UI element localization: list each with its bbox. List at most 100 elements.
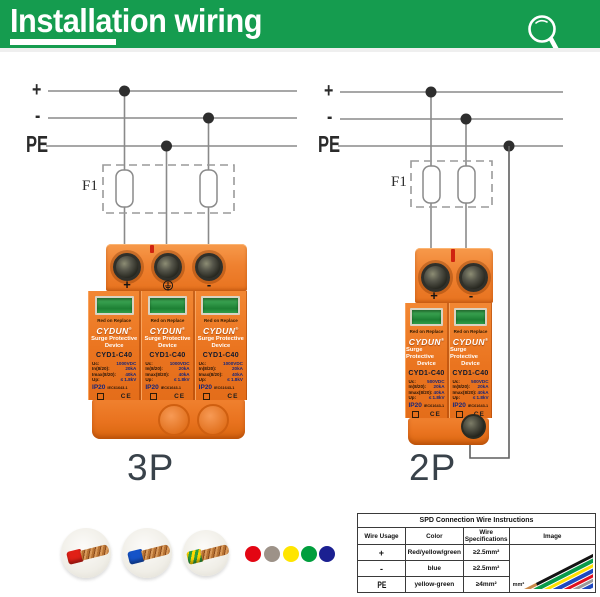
left-fuse-label: F1 bbox=[82, 178, 98, 194]
din-clip-screw bbox=[461, 414, 486, 439]
brand-logo: CYDUN® bbox=[96, 326, 132, 336]
spd-module: Red on Replace CYDUN® Surge Protective D… bbox=[449, 303, 492, 418]
spd-module: Red on Replace CYDUN® Surge Protective D… bbox=[88, 291, 142, 400]
replace-note: Red on Replace bbox=[409, 328, 444, 334]
model-number: CYD1-C40 bbox=[96, 351, 133, 359]
cell-spec: ≥2.5mm² bbox=[462, 544, 510, 561]
red-indicator bbox=[150, 245, 154, 253]
cell-spec: ≥2.5mm² bbox=[462, 560, 510, 577]
left-plus-label: + bbox=[32, 79, 42, 101]
spec-value: 500VDC bbox=[471, 378, 489, 384]
product-line2: Device bbox=[461, 360, 480, 367]
spec-label: In(8/20): bbox=[198, 366, 217, 372]
status-window bbox=[201, 296, 241, 315]
ce-mark: CE bbox=[174, 393, 186, 400]
header-banner: Installation wiring bbox=[0, 0, 600, 55]
wire-photo-red bbox=[61, 528, 111, 578]
spec-list: Uc:1000VDC In(8/20):20kA Imax(8/20):40kA… bbox=[199, 361, 243, 383]
brand-reg: ® bbox=[128, 325, 132, 331]
brand-text: CYDUN bbox=[203, 325, 236, 336]
status-window bbox=[410, 308, 443, 326]
color-dot-green bbox=[301, 546, 317, 562]
wire-red bbox=[66, 542, 110, 565]
product-line2: Device bbox=[158, 342, 177, 349]
product-line2: Device bbox=[104, 342, 124, 349]
table-title: SPD Connection Wire Instructions bbox=[357, 513, 596, 528]
spec-value: ≤ 1.8kV bbox=[472, 395, 489, 401]
brand-logo: CYDUN® bbox=[203, 326, 239, 336]
red-indicator bbox=[451, 249, 455, 262]
header-divider bbox=[0, 48, 600, 52]
spec-value: 1000VDC bbox=[116, 360, 137, 366]
spec-label: Imax(8/20): bbox=[92, 371, 117, 377]
terminal-screw bbox=[154, 253, 182, 281]
cell-usage: PE bbox=[363, 576, 400, 593]
table-header-row: Wire Usage Color Wire Specifications Ima… bbox=[357, 527, 597, 545]
status-window bbox=[94, 296, 134, 315]
cert-icon bbox=[203, 393, 211, 400]
knob bbox=[197, 404, 229, 436]
spec-value: 20kA bbox=[477, 384, 489, 390]
spec-value: 20kA bbox=[178, 366, 190, 372]
spec-label: Uc: bbox=[408, 378, 416, 384]
standard: IEC61643-1 bbox=[423, 404, 445, 408]
ce-mark: CE bbox=[227, 393, 239, 400]
color-dot-gray bbox=[264, 546, 280, 562]
col-color: Color bbox=[404, 527, 464, 545]
spec-label: Imax(8/20): bbox=[198, 371, 223, 377]
left-pe-label: PE bbox=[26, 131, 49, 157]
spec-value: ≤ 1.8kV bbox=[428, 395, 445, 401]
spec-label: Uc: bbox=[145, 360, 153, 366]
replace-note: Red on Replace bbox=[453, 328, 488, 334]
copper-strands bbox=[79, 543, 110, 561]
spec-value: 20kA bbox=[433, 384, 445, 390]
ce-mark: CE bbox=[429, 411, 441, 418]
spd-3p-base bbox=[92, 399, 245, 439]
spec-label: Uc: bbox=[452, 378, 460, 384]
terminal-screw bbox=[195, 253, 223, 281]
spec-label: Up: bbox=[198, 377, 207, 383]
wire-yellow-green bbox=[186, 542, 229, 565]
spec-value: ≤ 1.8kV bbox=[173, 377, 190, 383]
spd-module: Red on Replace CYDUN® Surge Protective D… bbox=[194, 291, 247, 400]
ip-rating: IP20 bbox=[92, 384, 106, 391]
replace-note: Red on Replace bbox=[97, 317, 132, 323]
spec-list: Uc:1000VDC In(8/20):20kA Imax(8/20):40kA… bbox=[145, 361, 189, 383]
spd-module: Red on Replace CYDUN® Surge Protective D… bbox=[405, 303, 449, 418]
earth-icon bbox=[162, 278, 174, 296]
col-wire-specifications: Wire Specifications bbox=[462, 527, 510, 545]
spec-label: Up: bbox=[408, 395, 417, 401]
image-note: mm² bbox=[512, 582, 525, 588]
spec-label: Imax(8/20): bbox=[408, 389, 433, 395]
brand-logo: CYDUN® bbox=[453, 337, 489, 347]
right-fuse-label: F1 bbox=[391, 174, 407, 190]
spec-label: Up: bbox=[452, 395, 461, 401]
spec-list: Uc:500VDC In(8/20):20kA Imax(8/20):40kA … bbox=[452, 379, 488, 401]
cell-image: mm² bbox=[508, 544, 597, 593]
terminal-screw bbox=[459, 263, 488, 292]
replace-note: Red on Replace bbox=[150, 317, 185, 323]
wire-instructions-table: SPD Connection Wire Instructions Wire Us… bbox=[357, 513, 597, 593]
ip-rating: IP20 bbox=[145, 384, 159, 391]
ip-rating: IP20 bbox=[452, 402, 466, 409]
color-dot-red bbox=[245, 546, 261, 562]
spec-label: Imax(8/20): bbox=[452, 389, 477, 395]
left-minus-label: - bbox=[35, 105, 41, 127]
standard: IEC61643-1 bbox=[214, 386, 235, 390]
standard: IEC61643-1 bbox=[467, 404, 489, 408]
brand-text: CYDUN bbox=[452, 336, 485, 347]
spec-label: Up: bbox=[145, 377, 153, 383]
col-image: Image bbox=[508, 527, 597, 545]
spec-label: Imax(8/20): bbox=[145, 371, 170, 377]
brand-text: CYDUN bbox=[408, 336, 441, 347]
product-line1: Surge Protective bbox=[197, 335, 244, 342]
spd-2p-modules: Red on Replace CYDUN® Surge Protective D… bbox=[405, 303, 492, 418]
model-number: CYD1-C40 bbox=[408, 369, 445, 377]
product-line1: Surge Protective bbox=[91, 335, 138, 342]
terminal-screw bbox=[113, 253, 141, 281]
spec-value: 40kA bbox=[433, 389, 445, 395]
brand-text: CYDUN bbox=[96, 325, 129, 336]
title-underline bbox=[10, 39, 116, 45]
cell-color: blue bbox=[404, 560, 464, 577]
wire-blue bbox=[127, 542, 171, 565]
